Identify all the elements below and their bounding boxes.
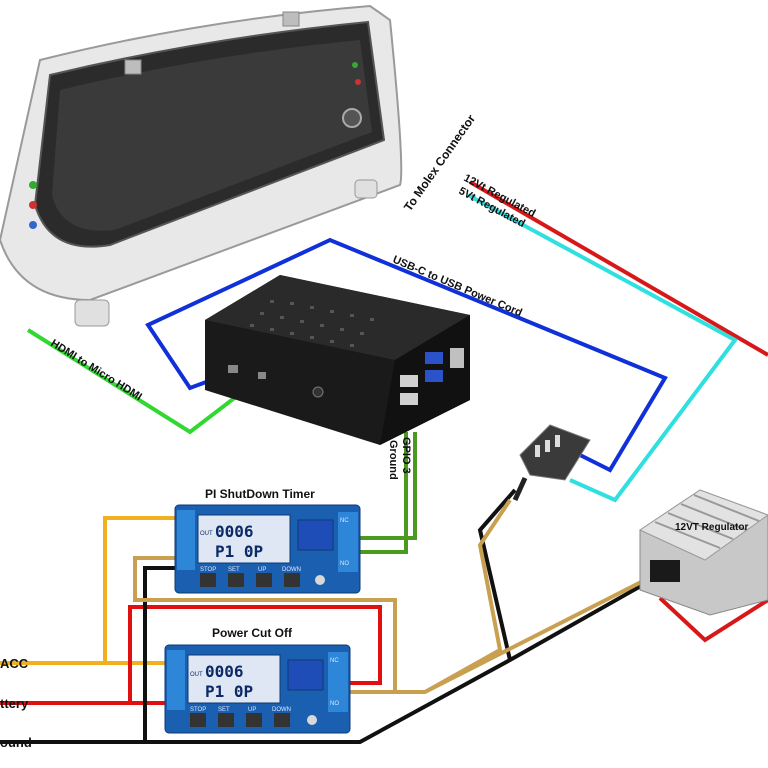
cutoff-no-label: NO	[330, 701, 339, 707]
shutdown-btn-set: SET	[228, 567, 240, 573]
cutoff-buttons	[190, 713, 290, 727]
shutdown-display-bottom: P1 0P	[215, 542, 263, 561]
shutdown-btn-stop: STOP	[200, 567, 216, 573]
shutdown-timer-board: OUT 0006 P1 0P NC NO STOP SET UP DOWN	[174, 504, 361, 594]
acc-wire	[0, 516, 180, 665]
cutoff-out-label: OUT	[190, 672, 203, 678]
power-cut-off-title: Power Cut Off	[212, 626, 293, 640]
display-screen	[0, 4, 403, 327]
cutoff-btn-stop: STOP	[190, 707, 206, 713]
cutoff-display-top: 0006	[205, 662, 244, 681]
cutoff-nc-label: NC	[330, 658, 339, 664]
shutdown-nc-label: NC	[340, 518, 349, 524]
shutdown-display-top: 0006	[215, 522, 254, 541]
raspberry-pi-case	[205, 275, 470, 445]
power-cut-off-board: OUT 0006 P1 0P NC NO STOP SET UP DOWN	[164, 644, 351, 734]
pi-ground-wire	[355, 432, 417, 540]
acc-label: ACC	[0, 656, 29, 671]
cutoff-btn-up: UP	[248, 707, 256, 713]
ground-label: ound	[0, 735, 32, 750]
cutoff-btn-set: SET	[218, 707, 230, 713]
pi-ground-label: Ground	[387, 440, 399, 480]
usbc-wire	[145, 237, 668, 473]
shutdown-buttons	[200, 573, 300, 587]
battery-label: ttery	[0, 696, 29, 711]
shutdown-no-label: NO	[340, 561, 349, 567]
cutoff-display-bottom: P1 0P	[205, 682, 253, 701]
ground-wire	[0, 488, 656, 744]
shutdown-out-label: OUT	[200, 531, 213, 537]
molex-splitter	[512, 424, 591, 502]
v12-regulated-wire	[468, 180, 768, 357]
shutdown-btn-up: UP	[258, 567, 266, 573]
hdmi-label: HDMI to Micro HDMI	[48, 337, 143, 403]
v5-regulated-wire	[467, 193, 738, 503]
shutdown-btn-down: DOWN	[282, 567, 301, 573]
regulator-label: 12VT Regulator	[675, 522, 748, 533]
regulator-red-wire	[658, 596, 768, 643]
battery-wire	[0, 605, 382, 705]
shutdown-timer-title: PI ShutDown Timer	[205, 487, 315, 501]
voltage-regulator	[638, 489, 768, 616]
cutoff-btn-down: DOWN	[272, 707, 291, 713]
gpio3-label: GPIO 3	[400, 437, 412, 474]
gpio3-wire	[355, 432, 408, 554]
